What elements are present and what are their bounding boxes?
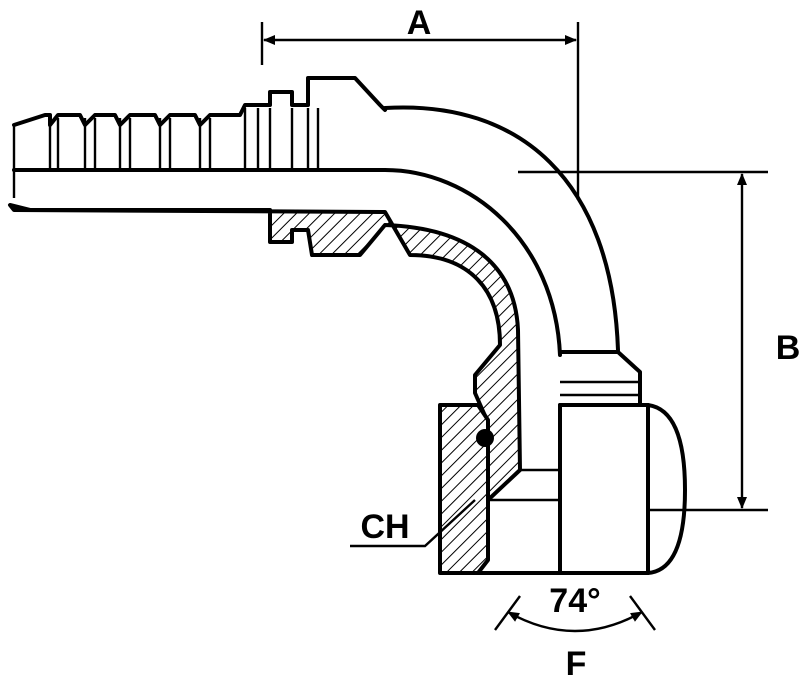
swivel-nut: [438, 350, 687, 575]
dim-a-label: A: [407, 4, 432, 42]
cross-section: [8, 203, 522, 502]
dim-b-label: B: [776, 329, 801, 367]
dimension-b: B: [518, 170, 801, 512]
nut-section: [438, 403, 490, 575]
bend-tube: [383, 105, 620, 357]
dimension-angle: 74° F: [494, 582, 656, 683]
serration-lines: [48, 108, 320, 168]
dimension-ch: CH: [350, 499, 476, 548]
angle-label: 74°: [549, 582, 600, 620]
hose-tail: [12, 76, 387, 198]
o-ring-icon: [476, 429, 494, 447]
dim-ch-label: CH: [360, 508, 409, 546]
dim-f-label: F: [566, 645, 587, 683]
dimension-a: A: [260, 4, 580, 200]
